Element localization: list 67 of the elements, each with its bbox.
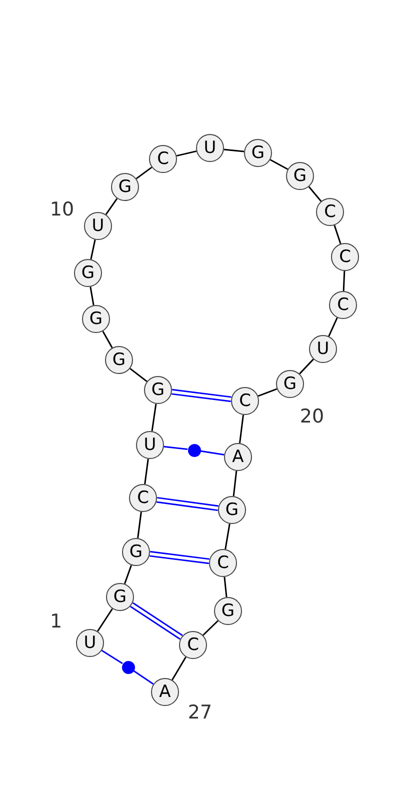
nucleotide-node: C bbox=[209, 549, 237, 577]
position-number: 10 bbox=[50, 200, 74, 220]
backbone-line bbox=[137, 512, 142, 538]
nucleotide-node: C bbox=[179, 631, 207, 659]
nucleotide-node: C bbox=[231, 387, 259, 415]
nucleotide-node: G bbox=[218, 496, 246, 524]
nucleotide-node: G bbox=[286, 162, 314, 190]
backbone-line bbox=[224, 148, 244, 152]
nucleotide-node: G bbox=[111, 173, 139, 201]
base-pair-line bbox=[200, 450, 224, 456]
nucleotide-node: C bbox=[149, 145, 177, 173]
base-pair-line bbox=[164, 446, 188, 450]
backbone-line bbox=[102, 330, 113, 348]
nucleotide-node: A bbox=[151, 678, 179, 706]
base-pair-line bbox=[101, 650, 123, 664]
backbone-line bbox=[97, 608, 113, 632]
backbone-line bbox=[130, 368, 148, 382]
backbone-line bbox=[270, 159, 288, 170]
nucleotide-node: G bbox=[244, 139, 272, 167]
backbone-line bbox=[151, 404, 157, 432]
backbone-line bbox=[342, 270, 346, 292]
nucleotide-node: G bbox=[74, 259, 102, 287]
backbone-line bbox=[224, 524, 230, 550]
position-number: 27 bbox=[188, 704, 212, 722]
nucleotide-node: G bbox=[214, 597, 242, 625]
backbone-line bbox=[308, 186, 322, 202]
pair-dot bbox=[122, 660, 134, 674]
base-pair-line bbox=[170, 388, 232, 402]
backbone-line bbox=[176, 150, 197, 157]
nucleotide-node: G bbox=[106, 583, 134, 611]
nucleotide-node: U bbox=[76, 629, 104, 657]
backbone-line bbox=[90, 286, 94, 306]
backbone-line bbox=[90, 240, 96, 260]
backbone-line bbox=[144, 458, 149, 484]
backbone-line bbox=[136, 166, 152, 180]
backbone-line bbox=[258, 388, 278, 397]
nucleotide-node: G bbox=[122, 538, 150, 566]
nucleotide-node: C bbox=[331, 243, 359, 271]
nucleotide-node: C bbox=[329, 291, 357, 319]
nucleotide-node: U bbox=[136, 431, 164, 459]
nucleotide-node: G bbox=[105, 346, 133, 374]
nucleotide-node: C bbox=[129, 484, 157, 512]
nucleotide-node: A bbox=[224, 443, 252, 471]
backbone-line bbox=[202, 620, 218, 636]
nucleotide-node: G bbox=[144, 376, 172, 404]
backbone-line bbox=[172, 656, 186, 680]
backbone-line bbox=[105, 198, 118, 215]
backbone-line bbox=[232, 470, 238, 496]
backbone-line bbox=[328, 317, 338, 337]
base-pair-line bbox=[132, 670, 154, 685]
backbone-line bbox=[224, 576, 228, 598]
position-number: 1 bbox=[50, 612, 62, 632]
backbone-line bbox=[299, 358, 314, 374]
backbone-line bbox=[124, 564, 132, 584]
nucleotide-node: U bbox=[309, 335, 337, 363]
nucleotide-node: C bbox=[316, 198, 344, 226]
backbone-line bbox=[334, 225, 342, 244]
nucleotide-node: U bbox=[84, 212, 112, 240]
nucleotide-node: G bbox=[82, 305, 110, 333]
nucleotide-node: U bbox=[196, 134, 224, 162]
position-number: 20 bbox=[300, 408, 324, 426]
backbone-line bbox=[239, 414, 244, 444]
nucleotide-node: G bbox=[276, 370, 304, 398]
base-pair-line bbox=[130, 602, 184, 640]
pair-dot bbox=[188, 444, 200, 456]
base-pair-line bbox=[148, 550, 210, 564]
base-pair-line bbox=[156, 496, 220, 512]
